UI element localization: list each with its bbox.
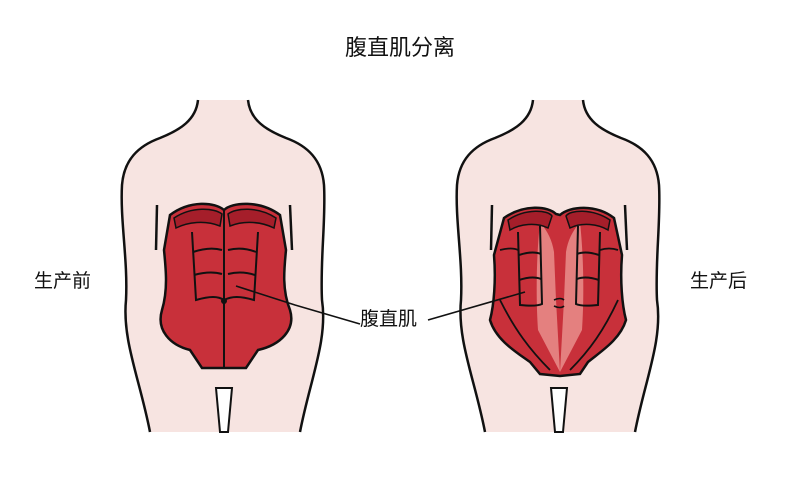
label-rectus-abdominis: 腹直肌 xyxy=(360,308,418,330)
body-before xyxy=(120,99,326,433)
pointer-line-right xyxy=(427,291,526,321)
diagram-title: 腹直肌分离 xyxy=(344,36,455,61)
label-after-birth: 生产后 xyxy=(690,270,748,292)
label-before-birth: 生产前 xyxy=(34,270,92,292)
pointer-line-left xyxy=(235,285,361,325)
body-after xyxy=(455,99,661,433)
